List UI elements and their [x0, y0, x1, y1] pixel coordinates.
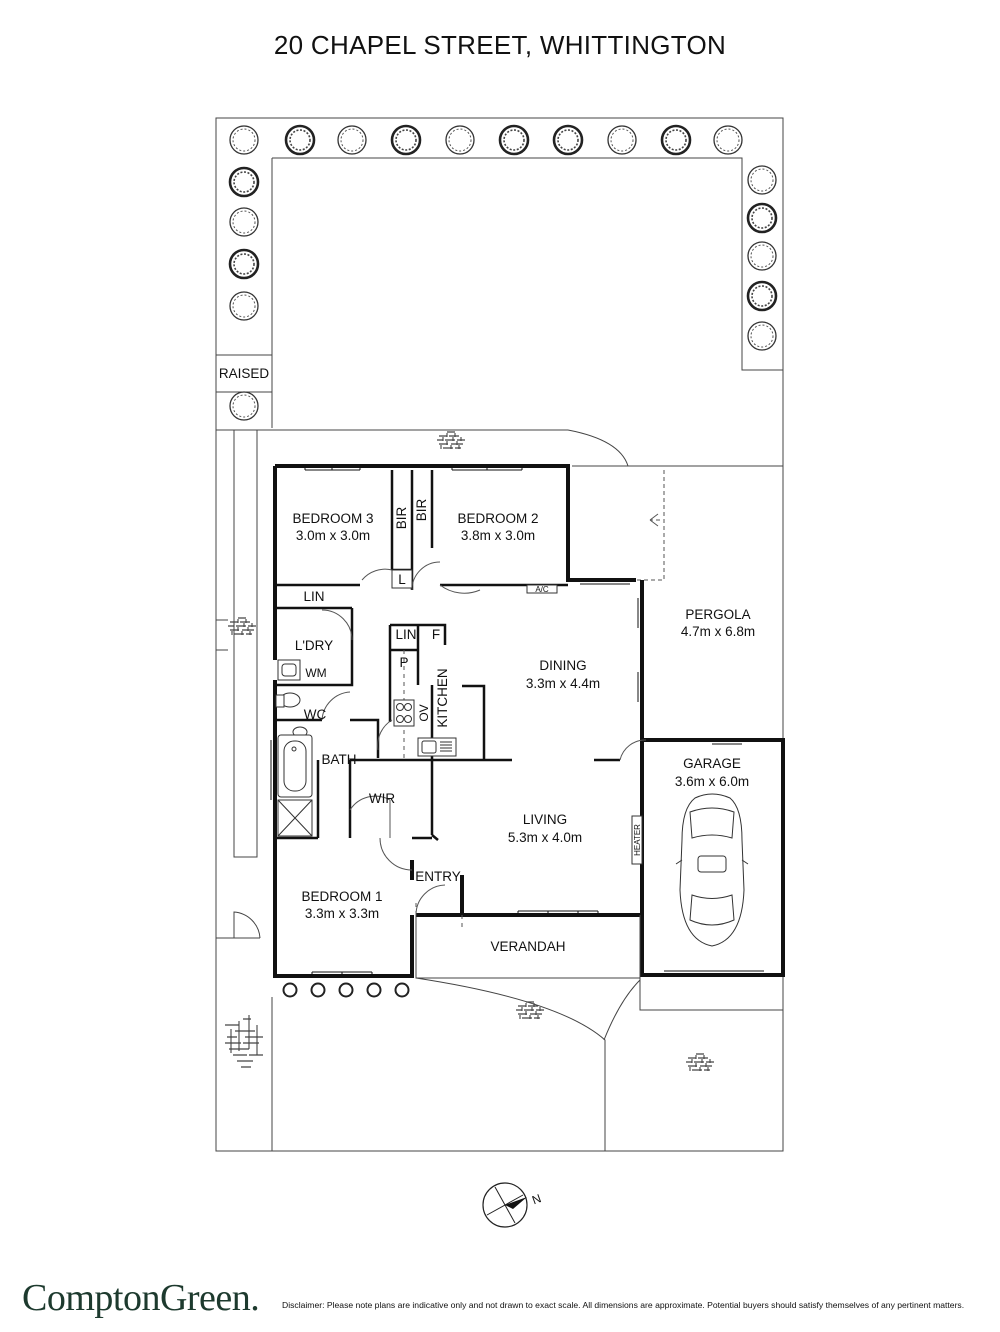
bir-label-2: BIR — [414, 499, 429, 522]
bedroom1-name: BEDROOM 1 — [301, 889, 382, 904]
wc-label: WC — [304, 707, 327, 722]
linen-label-l: L — [398, 572, 406, 587]
site-boundary — [215, 117, 784, 1152]
pergola-name: PERGOLA — [685, 607, 750, 622]
bedroom2-dims: 3.8m x 3.0m — [461, 528, 535, 543]
brand-logo: ComptonGreen. — [22, 1277, 260, 1319]
dining-name: DINING — [539, 658, 586, 673]
property-address-title: 20 CHAPEL STREET, WHITTINGTON — [273, 30, 727, 60]
bir-label-1: BIR — [394, 507, 409, 530]
laundry-label: L'DRY — [295, 638, 333, 653]
tree-column-right — [746, 165, 778, 351]
north-compass-icon — [482, 1182, 528, 1228]
arrow-icon — [649, 513, 659, 527]
garage-name: GARAGE — [683, 756, 741, 771]
shrub-row-front — [282, 982, 410, 998]
linen-label-1: LIN — [303, 589, 324, 604]
garage-dims: 3.6m x 6.0m — [675, 774, 749, 789]
fixtures — [275, 569, 643, 865]
fridge-label: F — [432, 627, 440, 642]
verandah-label: VERANDAH — [490, 939, 565, 954]
window-ticks — [304, 466, 599, 976]
oven-label: OV — [417, 704, 431, 721]
pantry-label: P — [399, 655, 408, 670]
car-icon — [675, 793, 749, 947]
heater-label: HEATER — [633, 824, 642, 856]
pergola-dims: 4.7m x 6.8m — [681, 624, 755, 639]
kitchen-label: KITCHEN — [435, 668, 450, 727]
disclaimer-text: Disclaimer: Please note plans are indica… — [282, 1300, 965, 1310]
wir-label: WIR — [369, 791, 395, 806]
bedroom2-name: BEDROOM 2 — [457, 511, 538, 526]
dashed-kitchen-edge — [403, 650, 463, 930]
living-dims: 5.3m x 4.0m — [508, 830, 582, 845]
pergola-outline — [636, 470, 665, 581]
linen-label-2: LIN — [395, 627, 416, 642]
raised-label: RAISED — [219, 366, 270, 381]
paving-symbols — [225, 431, 715, 1072]
tree-column-left — [228, 166, 260, 421]
tree-row-top — [229, 124, 743, 156]
bedroom3-name: BEDROOM 3 — [292, 511, 373, 526]
verandah-outline — [415, 915, 641, 979]
north-label: N — [530, 1191, 543, 1207]
living-name: LIVING — [523, 812, 567, 827]
dining-dims: 3.3m x 4.4m — [526, 676, 600, 691]
entry-label: ENTRY — [415, 869, 461, 884]
bath-label: BATH — [321, 752, 356, 767]
bedroom3-dims: 3.0m x 3.0m — [296, 528, 370, 543]
washing-machine-label: WM — [305, 666, 326, 680]
bedroom1-dims: 3.3m x 3.3m — [305, 906, 379, 921]
ac-label: A/C — [535, 585, 549, 594]
door-swings — [321, 561, 647, 916]
